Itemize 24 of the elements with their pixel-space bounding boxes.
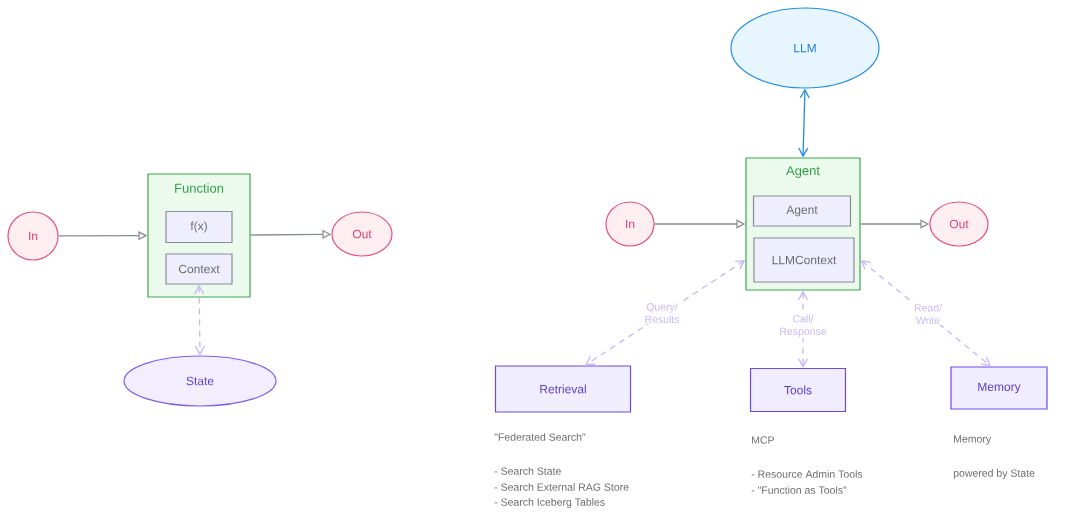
edge-label: Call/ Response [773,313,833,339]
arrow [797,290,809,368]
arrow [798,88,810,158]
description-text: - Search State [494,467,561,475]
component-box: Tools [749,367,847,413]
arrow [585,260,746,366]
description-text: - Search External RAG Store [494,483,629,491]
description-text: powered by State [953,469,1035,479]
edge-label: Query/ Results [639,301,685,325]
description-text: - Search Iceberg Tables [494,498,605,508]
inner-box: f(x) [165,210,233,244]
inner-box: LLMContext [753,237,855,283]
description-text: - "Function as Tools" [751,486,847,494]
component-box: Memory [950,366,1048,410]
component-box: Retrieval [494,365,632,413]
description-text: "Federated Search" [494,433,586,441]
description-text: MCP [752,436,774,444]
inner-box: Agent [752,195,852,227]
description-text: Memory [954,435,992,445]
edge-label: Read/ Write [907,302,949,326]
arrow [860,260,991,367]
inner-box: Context [165,253,233,285]
description-text: - Resource Admin Tools [751,470,863,478]
arrow [194,284,206,356]
